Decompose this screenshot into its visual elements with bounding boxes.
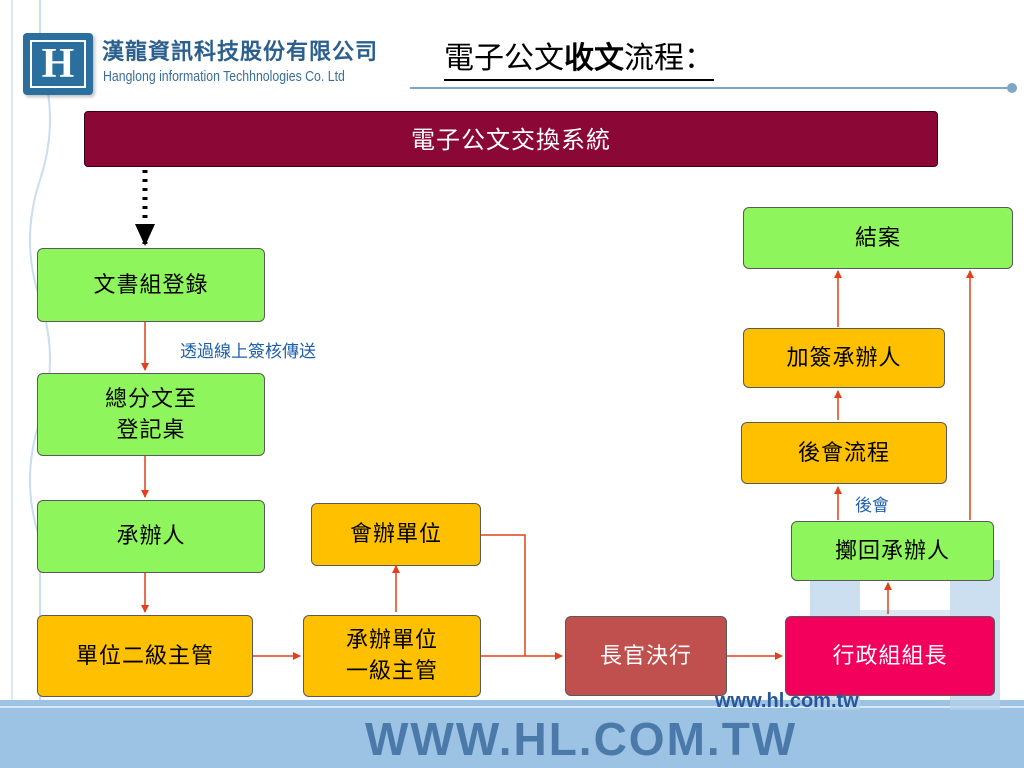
node-co-review-unit: 會辦單位 xyxy=(311,503,481,566)
system-bar: 電子公文交換系統 xyxy=(84,111,938,167)
node-return-handler: 擲回承辦人 xyxy=(791,521,994,581)
node-unit-chief-line2: 一級主管 xyxy=(345,659,438,684)
title-prefix: 電子公文 xyxy=(444,41,564,76)
title-bold: 收文 xyxy=(564,41,624,76)
node-dispatch-line2: 登記桌 xyxy=(116,417,186,443)
title-suffix: 流程： xyxy=(624,41,714,76)
node-dispatch-line1: 總分文至 xyxy=(104,386,197,412)
footer-url-small: www.hl.com.tw xyxy=(715,690,859,712)
node-co-sign-handler: 加簽承辦人 xyxy=(743,328,945,388)
node-admin-leader: 行政組組長 xyxy=(785,616,995,696)
note-online-transfer: 透過線上簽核傳送 xyxy=(180,342,316,362)
company-name-en: Hanglong information Techhnologies Co. L… xyxy=(103,68,345,85)
arrow-co-review-to-decision xyxy=(481,534,526,656)
node-registration: 文書組登錄 xyxy=(37,248,265,322)
node-decision: 長官決行 xyxy=(565,616,727,696)
node-unit-supervisor: 單位二級主管 xyxy=(37,615,253,697)
node-dispatch: 總分文至登記桌 xyxy=(37,373,265,456)
node-handler: 承辦人 xyxy=(37,500,265,573)
node-close-case: 結案 xyxy=(743,207,1013,269)
page-title: 電子公文收文流程： xyxy=(444,33,714,81)
company-logo: H xyxy=(23,33,93,95)
logo-letter: H xyxy=(30,40,86,88)
footer-url-big: WWW.HL.COM.TW xyxy=(365,713,798,765)
node-unit-chief-line1: 承辦單位 xyxy=(345,628,438,653)
node-post-review: 後會流程 xyxy=(741,422,947,484)
note-post-review: 後會 xyxy=(855,496,889,516)
node-unit-chief: 承辦單位一級主管 xyxy=(303,615,481,697)
company-name-cn: 漢龍資訊科技股份有限公司 xyxy=(102,39,379,65)
